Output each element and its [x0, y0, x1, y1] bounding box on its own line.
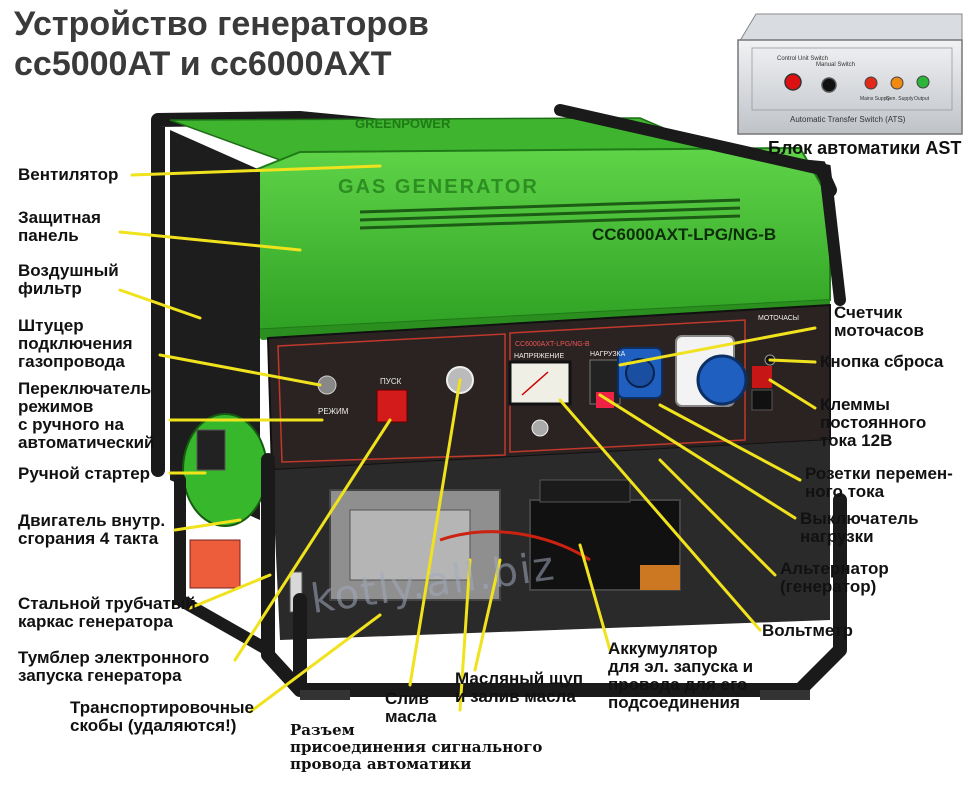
watermark: kotly.all.biz — [307, 543, 559, 623]
label-steel-frame: Стальной трубчатый каркас генератора — [18, 594, 196, 631]
label-dc-terminals: Клеммы постоянного тока 12В — [820, 395, 927, 450]
ats-control-switch-icon — [784, 73, 802, 91]
panel-model-small-text: CC6000AXT-LPG/NG-B — [515, 341, 590, 348]
ats-control-switch-text: Control Unit Switch — [777, 56, 828, 62]
voltmeter-icon — [508, 360, 572, 406]
label-hour-meter: Счетчик моточасов — [834, 303, 924, 340]
panel-mode-text: РЕЖИМ — [318, 407, 349, 416]
label-oil-dipstick: Масляный щуп и залив масла — [455, 669, 584, 706]
panel-voltage-text: НАПРЯЖЕНИЕ — [514, 353, 564, 360]
label-manual-starter: Ручной стартер — [18, 464, 151, 483]
label-battery: Аккумулятор для эл. запуска и провода дл… — [608, 639, 754, 712]
ats-led-2-text: Gen. Supply — [886, 96, 914, 102]
ats-manual-switch-text: Manual Switch — [816, 62, 855, 68]
ats-caption: Блок автоматики AST — [768, 138, 962, 158]
ats-led-3-text: Output — [914, 96, 930, 102]
label-electronic-start-toggle: Тумблер электронного запуска генератора — [18, 648, 210, 685]
label-oil-drain: Слив масла — [385, 689, 437, 726]
panel-load-text: НАГРУЗКА — [590, 351, 626, 358]
label-reset-button: Кнопка сброса — [820, 352, 944, 371]
panel-hours-text: МОТОЧАСЫ — [758, 315, 799, 322]
generator-model-text: CC6000AXT-LPG/NG-B — [592, 225, 776, 244]
label-protective-panel: Защитная панель — [18, 208, 101, 245]
socket-2-icon — [696, 354, 748, 406]
label-alternator: Альтернатор (генератор) — [780, 559, 889, 596]
diagram-title: Устройство генераторов cc5000AT и cc6000… — [14, 4, 429, 84]
label-signal-connector: Разъем присоединения сигнального провода… — [290, 721, 543, 773]
gas-inlet-icon — [446, 366, 474, 394]
label-voltmeter: Вольтметр — [762, 621, 853, 640]
socket-1-icon — [617, 347, 663, 399]
generator-top-text: GAS GENERATOR — [338, 176, 539, 198]
generator-brand-text: GREENPOWER — [355, 116, 451, 131]
label-air-filter: Воздушный фильтр — [18, 261, 119, 298]
label-load-switch: Выключатель нагрузки — [800, 509, 919, 546]
label-fan: Вентилятор — [18, 165, 119, 184]
label-engine: Двигатель внутр. сгорания 4 такта — [18, 511, 166, 548]
ats-led-1-text: Mains Supply — [860, 96, 891, 102]
label-mode-switch: Переключатель режимов с ручного на автом… — [18, 379, 155, 452]
label-gas-inlet: Штуцер подключения газопровода — [18, 316, 133, 371]
start-button-icon — [376, 389, 408, 423]
title-line-1: Устройство генераторов — [14, 5, 429, 43]
label-ac-sockets: Розетки перемен- ного тока — [805, 464, 953, 501]
label-transport-brackets: Транспортировочные скобы (удаляются!) — [70, 698, 254, 735]
ats-manual-switch-icon — [821, 77, 837, 93]
title-line-2: cc5000AT и cc6000AXT — [14, 45, 392, 83]
ats-panel-text: Automatic Transfer Switch (ATS) — [790, 115, 906, 124]
panel-start-text: ПУСК — [380, 377, 402, 386]
